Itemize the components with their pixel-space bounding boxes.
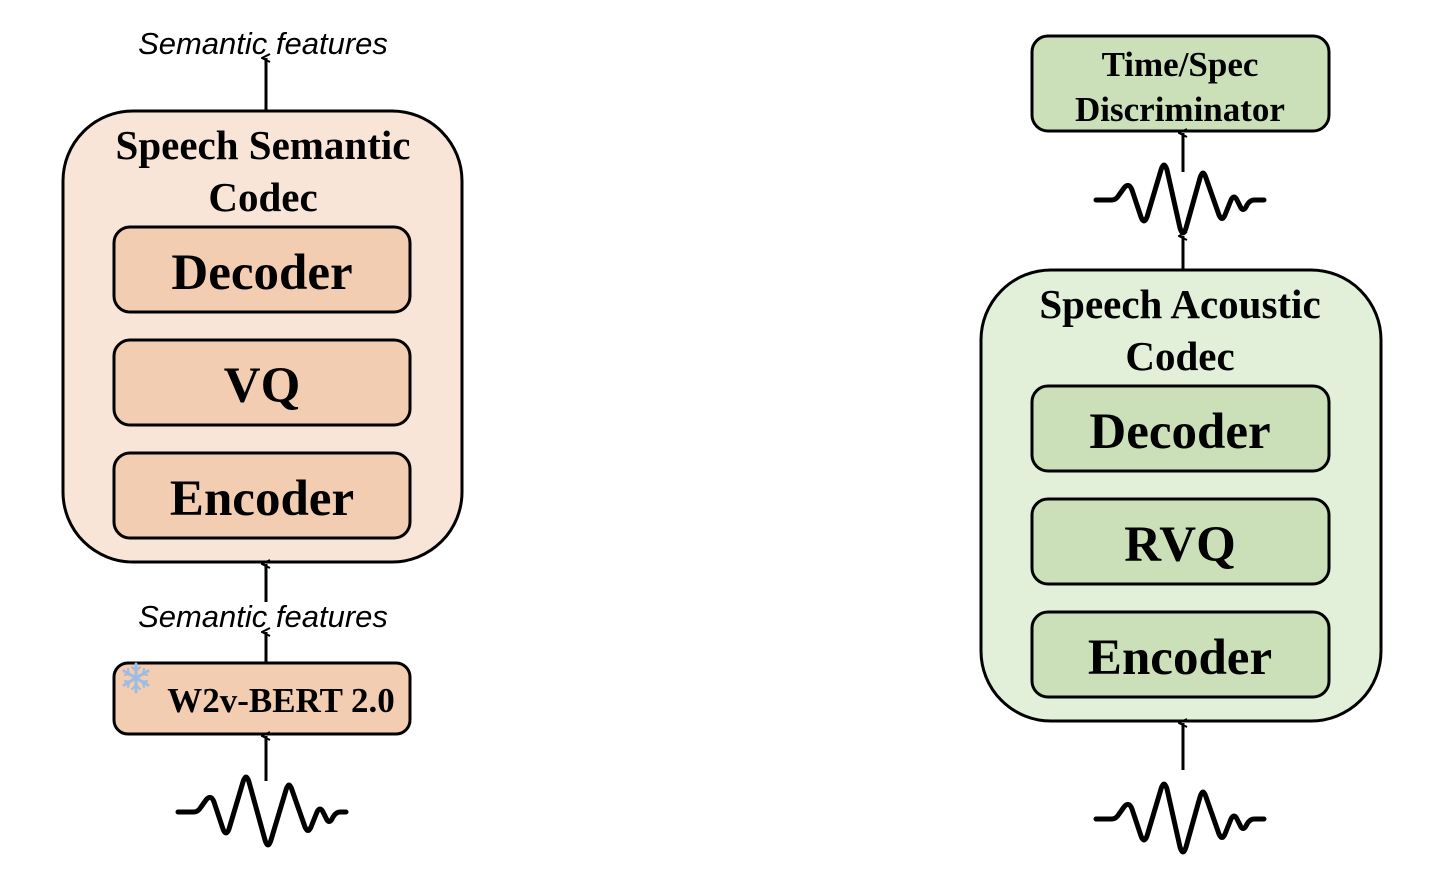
time-spec-discriminator-block: Time/Spec Discriminator [1030,34,1331,133]
acoustic-decoder-block: Decoder [1030,384,1331,473]
semantic-decoder-block: Decoder [112,225,412,314]
w2v-bert-label: W2v-BERT 2.0 [167,681,395,720]
semantic-codec-title-line2: Codec [208,174,317,220]
acoustic-codec-title-line2: Codec [1125,333,1234,379]
w2v-bert-block: W2v-BERT 2.0 [112,661,412,736]
discriminator-label-line2: Discriminator [1075,90,1285,129]
discriminator-label-line1: Time/Spec [1102,45,1259,84]
intermediate-semantic-features-label: Semantic features [138,599,388,634]
acoustic-encoder-label: Encoder [1088,630,1272,686]
output-semantic-features-label: Semantic features [138,26,388,61]
snowflake-icon [122,662,150,694]
semantic-encoder-block: Encoder [112,451,412,540]
reconstructed-waveform-icon [1093,162,1267,236]
semantic-decoder-label: Decoder [171,245,352,301]
semantic-codec-title-line1: Speech Semantic [116,122,411,168]
left-panel-semantic: Semantic features Speech Semantic Codec … [61,26,464,848]
acoustic-decoder-label: Decoder [1089,404,1270,460]
acoustic-encoder-block: Encoder [1030,610,1331,699]
semantic-encoder-label: Encoder [170,471,354,527]
acoustic-input-waveform-icon [1093,781,1267,855]
semantic-vq-label: VQ [224,358,301,414]
acoustic-codec-title-line1: Speech Acoustic [1039,281,1320,327]
acoustic-rvq-block: RVQ [1030,497,1331,586]
input-waveform-icon [175,774,349,848]
acoustic-rvq-label: RVQ [1124,517,1236,573]
semantic-vq-block: VQ [112,338,412,427]
right-panel-acoustic: Time/Spec Discriminator Speech Acoustic … [979,34,1383,855]
